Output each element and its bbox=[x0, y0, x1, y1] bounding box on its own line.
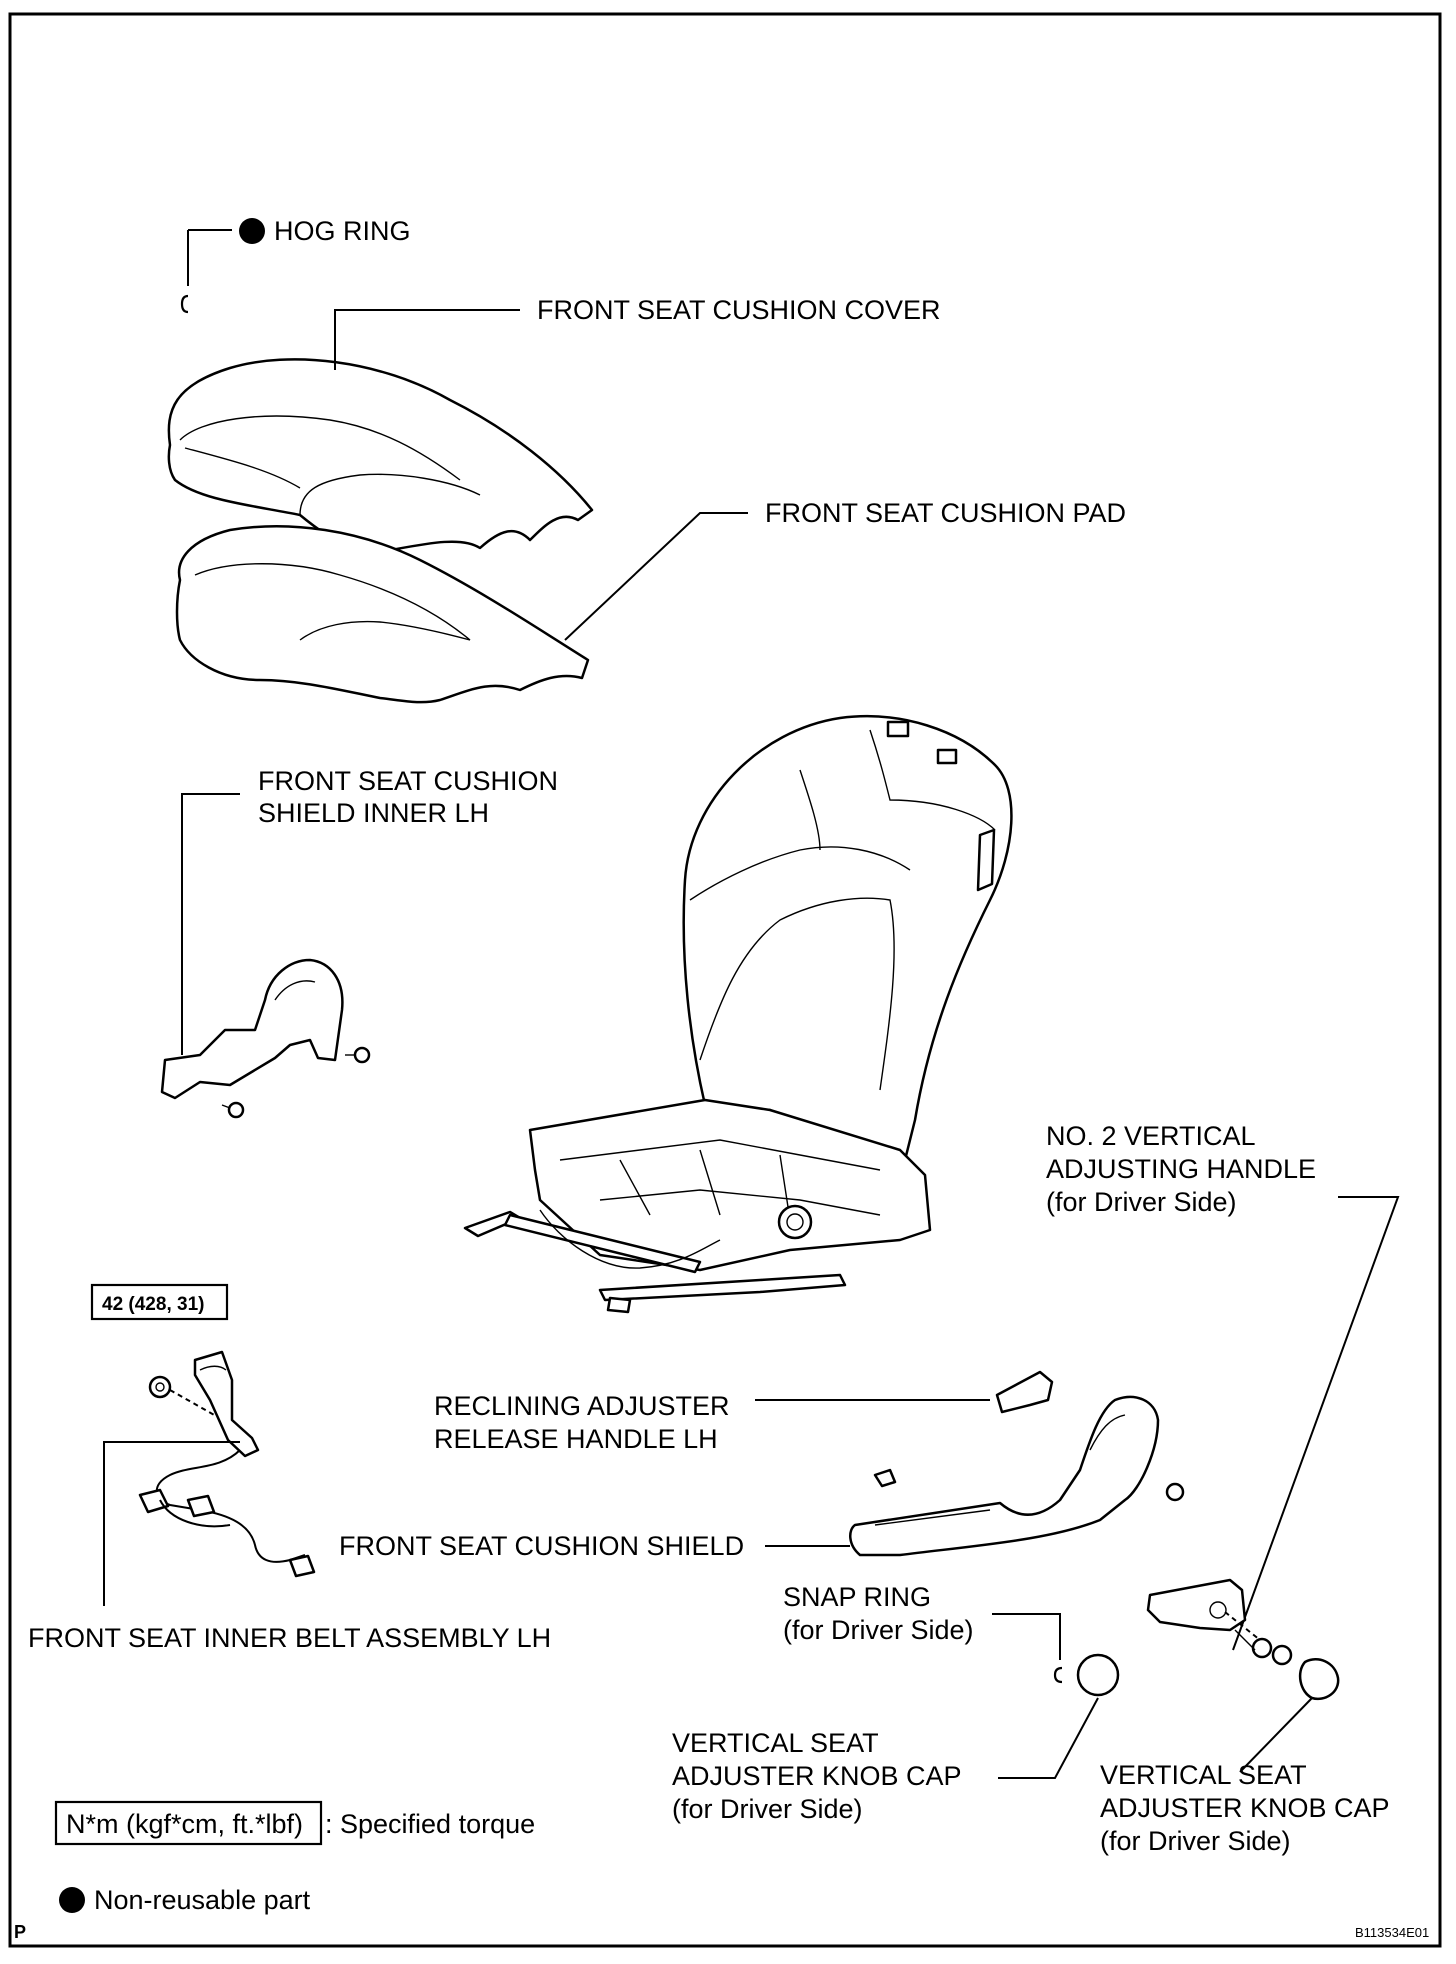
legend-non-reusable-label: Non-reusable part bbox=[94, 1885, 311, 1915]
recline-handle-label-line2: RELEASE HANDLE LH bbox=[434, 1424, 718, 1454]
snap-ring-label-line1: SNAP RING bbox=[783, 1582, 931, 1612]
hog-ring-part bbox=[180, 229, 232, 314]
snap-ring-label-line2: (for Driver Side) bbox=[783, 1615, 974, 1645]
cushion-cover-label: FRONT SEAT CUSHION COVER bbox=[537, 295, 941, 325]
vertical-handle-label-line1: NO. 2 VERTICAL bbox=[1046, 1121, 1256, 1151]
footer-figure-id: B113534E01 bbox=[1355, 1925, 1429, 1940]
legend-torque-units: N*m (kgf*cm, ft.*lbf) bbox=[66, 1809, 303, 1839]
vertical-handle-label-line3: (for Driver Side) bbox=[1046, 1187, 1237, 1217]
knob-cap-a-label-line3: (for Driver Side) bbox=[672, 1794, 863, 1824]
shield-inner-label-line1: FRONT SEAT CUSHION bbox=[258, 766, 558, 796]
shield-inner-label-line2: SHIELD INNER LH bbox=[258, 798, 489, 828]
seat-assembly-part bbox=[463, 714, 1013, 1314]
inner-belt-label: FRONT SEAT INNER BELT ASSEMBLY LH bbox=[28, 1623, 551, 1653]
diagram-border bbox=[8, 12, 1442, 1948]
torque-spec-value: 42 (428, 31) bbox=[102, 1294, 204, 1315]
knob-cap-a-part bbox=[1076, 1653, 1120, 1697]
torque-spec-box bbox=[90, 1283, 229, 1321]
footer-left-mark: P bbox=[14, 1922, 26, 1942]
knob-cap-b-label-line3: (for Driver Side) bbox=[1100, 1826, 1291, 1856]
vertical-handle-part bbox=[1146, 1578, 1293, 1666]
recline-handle-part bbox=[995, 1370, 1054, 1414]
cushion-shield-part bbox=[849, 1395, 1185, 1557]
knob-cap-b-part bbox=[1298, 1658, 1340, 1701]
knob-cap-a-label-line2: ADJUSTER KNOB CAP bbox=[672, 1761, 962, 1791]
knob-cap-a-label-line1: VERTICAL SEAT bbox=[672, 1728, 879, 1758]
legend-non-reusable-icon bbox=[59, 1887, 85, 1913]
vertical-handle-label-line2: ADJUSTING HANDLE bbox=[1046, 1154, 1316, 1184]
cushion-pad-part bbox=[175, 525, 590, 704]
legend-torque-box bbox=[54, 1800, 323, 1846]
shield-inner-part bbox=[160, 958, 371, 1119]
cushion-cover-part bbox=[167, 358, 594, 554]
cushion-pad-label: FRONT SEAT CUSHION PAD bbox=[765, 498, 1126, 528]
cushion-shield-label: FRONT SEAT CUSHION SHIELD bbox=[339, 1531, 744, 1561]
recline-handle-label-line1: RECLINING ADJUSTER bbox=[434, 1391, 730, 1421]
non-reusable-marker-icon bbox=[239, 218, 265, 244]
snap-ring-part bbox=[1053, 1666, 1063, 1684]
knob-cap-b-label-line1: VERTICAL SEAT bbox=[1100, 1760, 1307, 1790]
hog-ring-label: HOG RING bbox=[274, 216, 411, 246]
inner-belt-part bbox=[138, 1350, 316, 1578]
legend-torque-description: : Specified torque bbox=[325, 1809, 535, 1839]
knob-cap-b-label-line2: ADJUSTER KNOB CAP bbox=[1100, 1793, 1390, 1823]
